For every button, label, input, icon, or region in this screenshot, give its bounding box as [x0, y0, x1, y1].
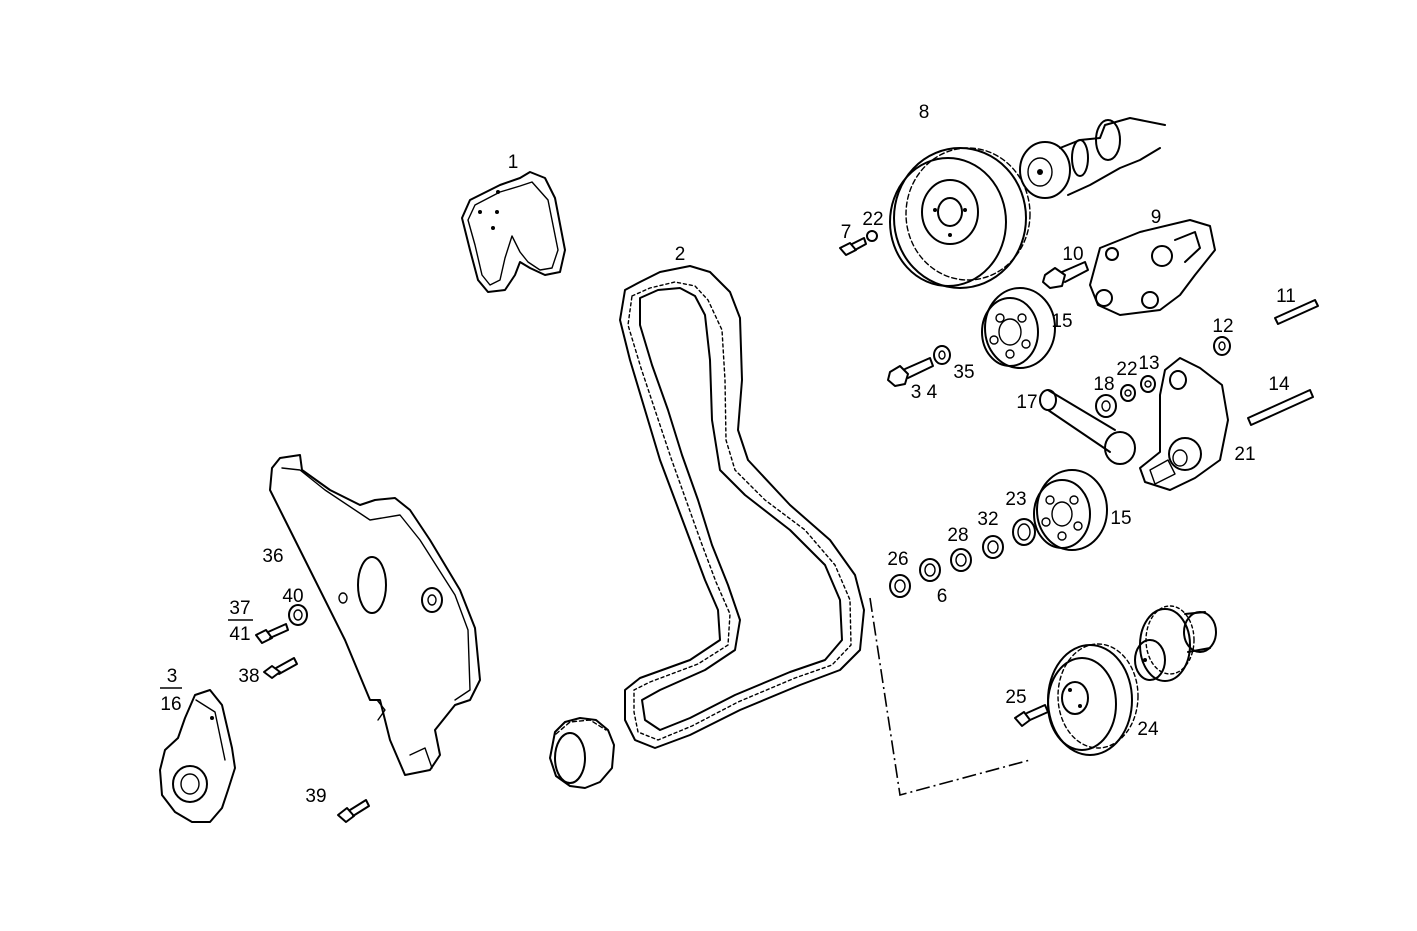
part-36-lower-cover [269, 454, 481, 776]
label-40: 40 [282, 586, 303, 607]
part-38-bolt [263, 657, 298, 679]
part-12-washer [1213, 336, 1231, 356]
label-7: 7 [841, 222, 852, 243]
label-28: 28 [947, 525, 968, 546]
part-15-idler-lower [1033, 469, 1108, 551]
label-1: 1 [508, 152, 519, 173]
part-22-washer-upper [866, 230, 878, 242]
intermediate-shaft [1134, 605, 1217, 682]
label-32: 32 [977, 509, 998, 530]
part-22-washer-middle [1120, 384, 1136, 402]
label-35: 35 [953, 362, 974, 383]
label-37: 37 [229, 598, 250, 619]
label-18: 18 [1093, 374, 1114, 395]
label-8: 8 [919, 102, 930, 123]
part-3-16-tensioner [159, 689, 236, 823]
label-34: 3 4 [911, 382, 938, 403]
alignment-line [869, 597, 1031, 797]
label-39: 39 [305, 786, 326, 807]
part-18-nut [1095, 394, 1117, 418]
part-14-stud [1247, 389, 1314, 426]
part-37-41-bolt [255, 623, 289, 644]
label-21: 21 [1234, 444, 1255, 465]
label-12: 12 [1212, 316, 1233, 337]
label-36: 36 [262, 546, 283, 567]
label-25: 25 [1005, 687, 1026, 708]
part-9-bracket [1089, 219, 1216, 316]
part-10-bolt [1042, 261, 1089, 289]
part-25-bolt [1014, 704, 1049, 727]
part-17-shaft [1039, 389, 1136, 465]
crankshaft-sprocket [549, 717, 615, 789]
label-9: 9 [1151, 207, 1162, 228]
label-22-middle: 22 [1116, 359, 1137, 380]
label-26: 26 [887, 549, 908, 570]
label-22-upper: 22 [862, 209, 883, 230]
part-8-camshaft-pulley [889, 147, 1031, 289]
label-16: 16 [160, 694, 181, 715]
part-15-idler-upper [981, 287, 1056, 369]
part-39-bolt [337, 799, 370, 823]
part-6-washer [919, 558, 941, 582]
part-13-washer [1140, 375, 1156, 393]
part-1-upper-cover-plate [461, 171, 566, 293]
label-13: 13 [1138, 353, 1159, 374]
label-2: 2 [675, 244, 686, 265]
label-6: 6 [937, 586, 948, 607]
label-3: 3 [167, 666, 178, 687]
label-10: 10 [1062, 244, 1083, 265]
part-23-washer [1012, 518, 1036, 546]
part-21-tensioner-bracket [1139, 357, 1229, 491]
label-23: 23 [1005, 489, 1026, 510]
label-15-lower: 15 [1110, 508, 1131, 529]
part-32-washer [982, 535, 1004, 559]
part-24-intermediate-gear [1047, 643, 1139, 756]
camshaft [1019, 117, 1166, 199]
label-15-upper: 15 [1051, 311, 1072, 332]
part-35-washer [933, 345, 951, 365]
part-34-bolt [887, 357, 934, 387]
part-2-timing-belt [619, 265, 865, 749]
label-17: 17 [1016, 392, 1037, 413]
part-7-bolt [839, 237, 867, 256]
label-41: 41 [229, 624, 250, 645]
part-11-stud [1274, 299, 1319, 325]
label-14: 14 [1268, 374, 1290, 395]
label-24: 24 [1137, 719, 1159, 740]
part-26-nut [889, 574, 911, 598]
label-11: 11 [1276, 286, 1296, 307]
label-38: 38 [238, 666, 259, 687]
part-28-washer [950, 548, 972, 572]
part-40-washer [288, 604, 308, 626]
